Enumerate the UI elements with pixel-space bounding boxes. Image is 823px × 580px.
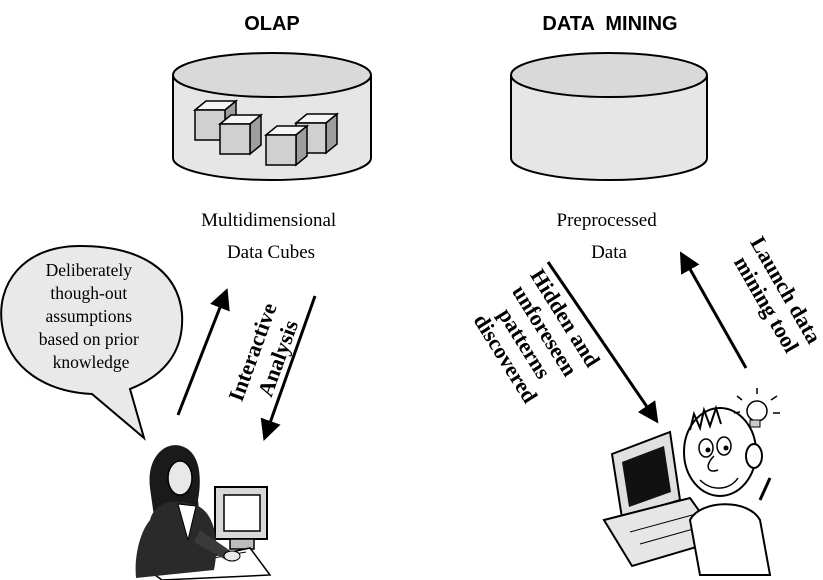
- preprocessed-data-cylinder: [510, 52, 708, 181]
- patterns-discovered-arrow: [546, 261, 659, 424]
- result-down-arrow: [260, 295, 317, 441]
- data-miner-man-with-laptop-illustration: [602, 388, 780, 576]
- query-up-arrow: [176, 288, 230, 416]
- launch-tool-arrow: [679, 251, 748, 369]
- data-mining-title: DATA MINING: [542, 13, 677, 35]
- preprocessed-data-label: Preprocessed Data: [557, 210, 662, 263]
- analyst-woman-at-computer-illustration: [135, 445, 272, 580]
- data-cubes-icon: [192, 99, 340, 167]
- svg-text:Launch data mining tool: Launch data mining tool: [725, 232, 823, 365]
- launch-tool-label: Launch data mining tool: [725, 232, 823, 365]
- olap-title: OLAP: [244, 13, 300, 35]
- svg-text:Hidden and unforeseen: Hidden and unforeseen patterns discovere…: [464, 264, 608, 414]
- thought-bubble-text: Deliberately though-out assumptions base…: [39, 260, 144, 372]
- olap-store-label: Multidimensional Data Cubes: [201, 210, 341, 263]
- thought-bubble: [0, 244, 184, 441]
- hidden-patterns-label: Hidden and unforeseen patterns discovere…: [464, 264, 608, 414]
